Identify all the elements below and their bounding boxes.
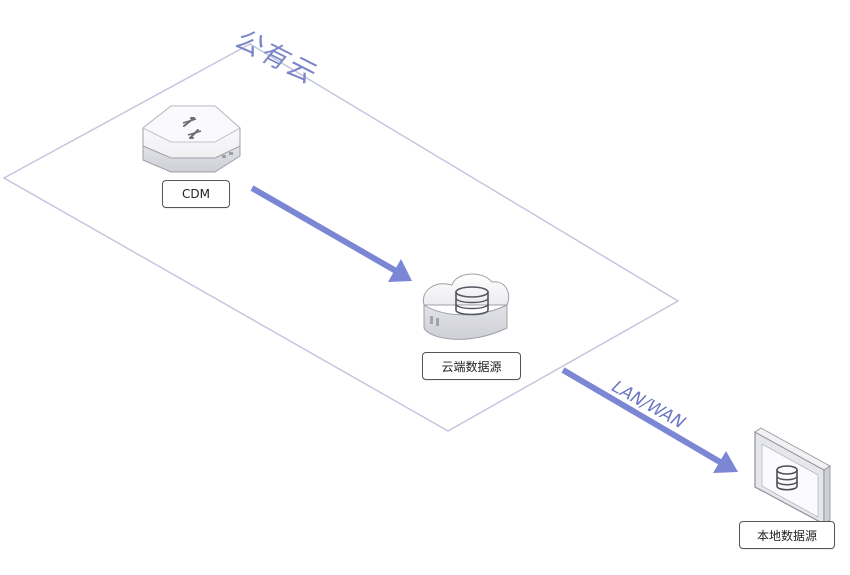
- cdm-gateway-icon[interactable]: [142, 105, 241, 173]
- arrow-cloud-to-local: [561, 367, 738, 473]
- cloud-database-icon[interactable]: [422, 273, 510, 340]
- cdm-label[interactable]: CDM: [162, 180, 230, 208]
- cloud-source-label[interactable]: 云端数据源: [422, 352, 521, 380]
- arrow-cdm-to-cloud: [250, 185, 412, 282]
- monitor-database-icon[interactable]: [754, 427, 831, 526]
- local-source-label[interactable]: 本地数据源: [739, 521, 835, 549]
- public-cloud-zone: [2, 43, 680, 432]
